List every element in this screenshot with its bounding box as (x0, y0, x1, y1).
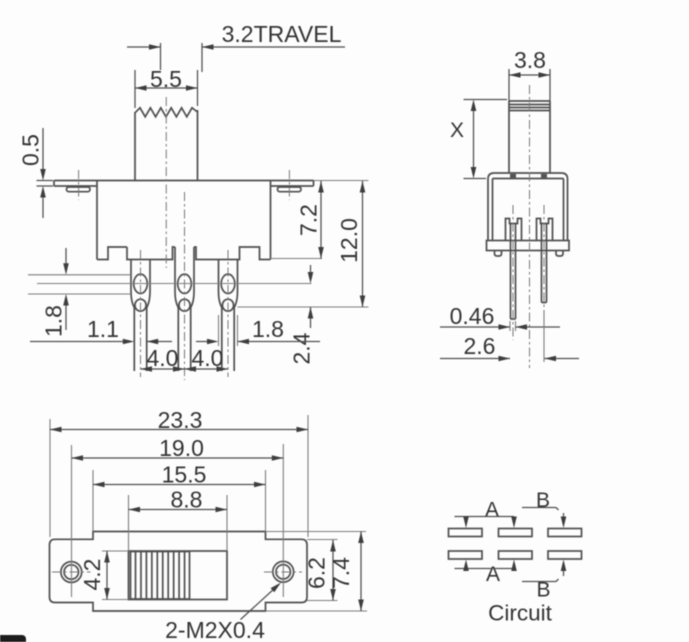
svg-text:2-M2X0.4: 2-M2X0.4 (165, 617, 265, 642)
svg-text:X: X (450, 119, 464, 142)
svg-text:4.0: 4.0 (192, 345, 224, 371)
svg-text:4.0: 4.0 (147, 345, 179, 371)
svg-text:12.0: 12.0 (336, 218, 362, 263)
svg-text:4.2: 4.2 (79, 559, 105, 591)
svg-text:1.8: 1.8 (41, 305, 67, 337)
svg-text:A: A (486, 563, 500, 586)
svg-text:B: B (536, 489, 550, 512)
svg-text:0.46: 0.46 (450, 303, 495, 329)
svg-text:1.8: 1.8 (252, 316, 284, 342)
svg-text:2.6: 2.6 (464, 333, 496, 359)
svg-text:8.8: 8.8 (171, 487, 203, 513)
svg-text:19.0: 19.0 (159, 435, 204, 461)
svg-text:7.2: 7.2 (296, 204, 322, 236)
svg-text:3.2TRAVEL: 3.2TRAVEL (222, 21, 342, 47)
svg-text:7.4: 7.4 (328, 557, 354, 589)
svg-text:A: A (485, 499, 499, 522)
svg-text:3.8: 3.8 (514, 47, 546, 73)
svg-text:23.3: 23.3 (158, 407, 203, 433)
svg-text:B: B (536, 579, 550, 602)
svg-text:Circuit: Circuit (488, 601, 553, 626)
svg-text:2.4: 2.4 (289, 332, 315, 364)
svg-text:15.5: 15.5 (162, 462, 207, 488)
svg-text:6.2: 6.2 (304, 557, 330, 589)
svg-text:1.1: 1.1 (87, 316, 119, 342)
svg-text:5.5: 5.5 (150, 66, 182, 92)
svg-text:0.5: 0.5 (18, 134, 44, 166)
